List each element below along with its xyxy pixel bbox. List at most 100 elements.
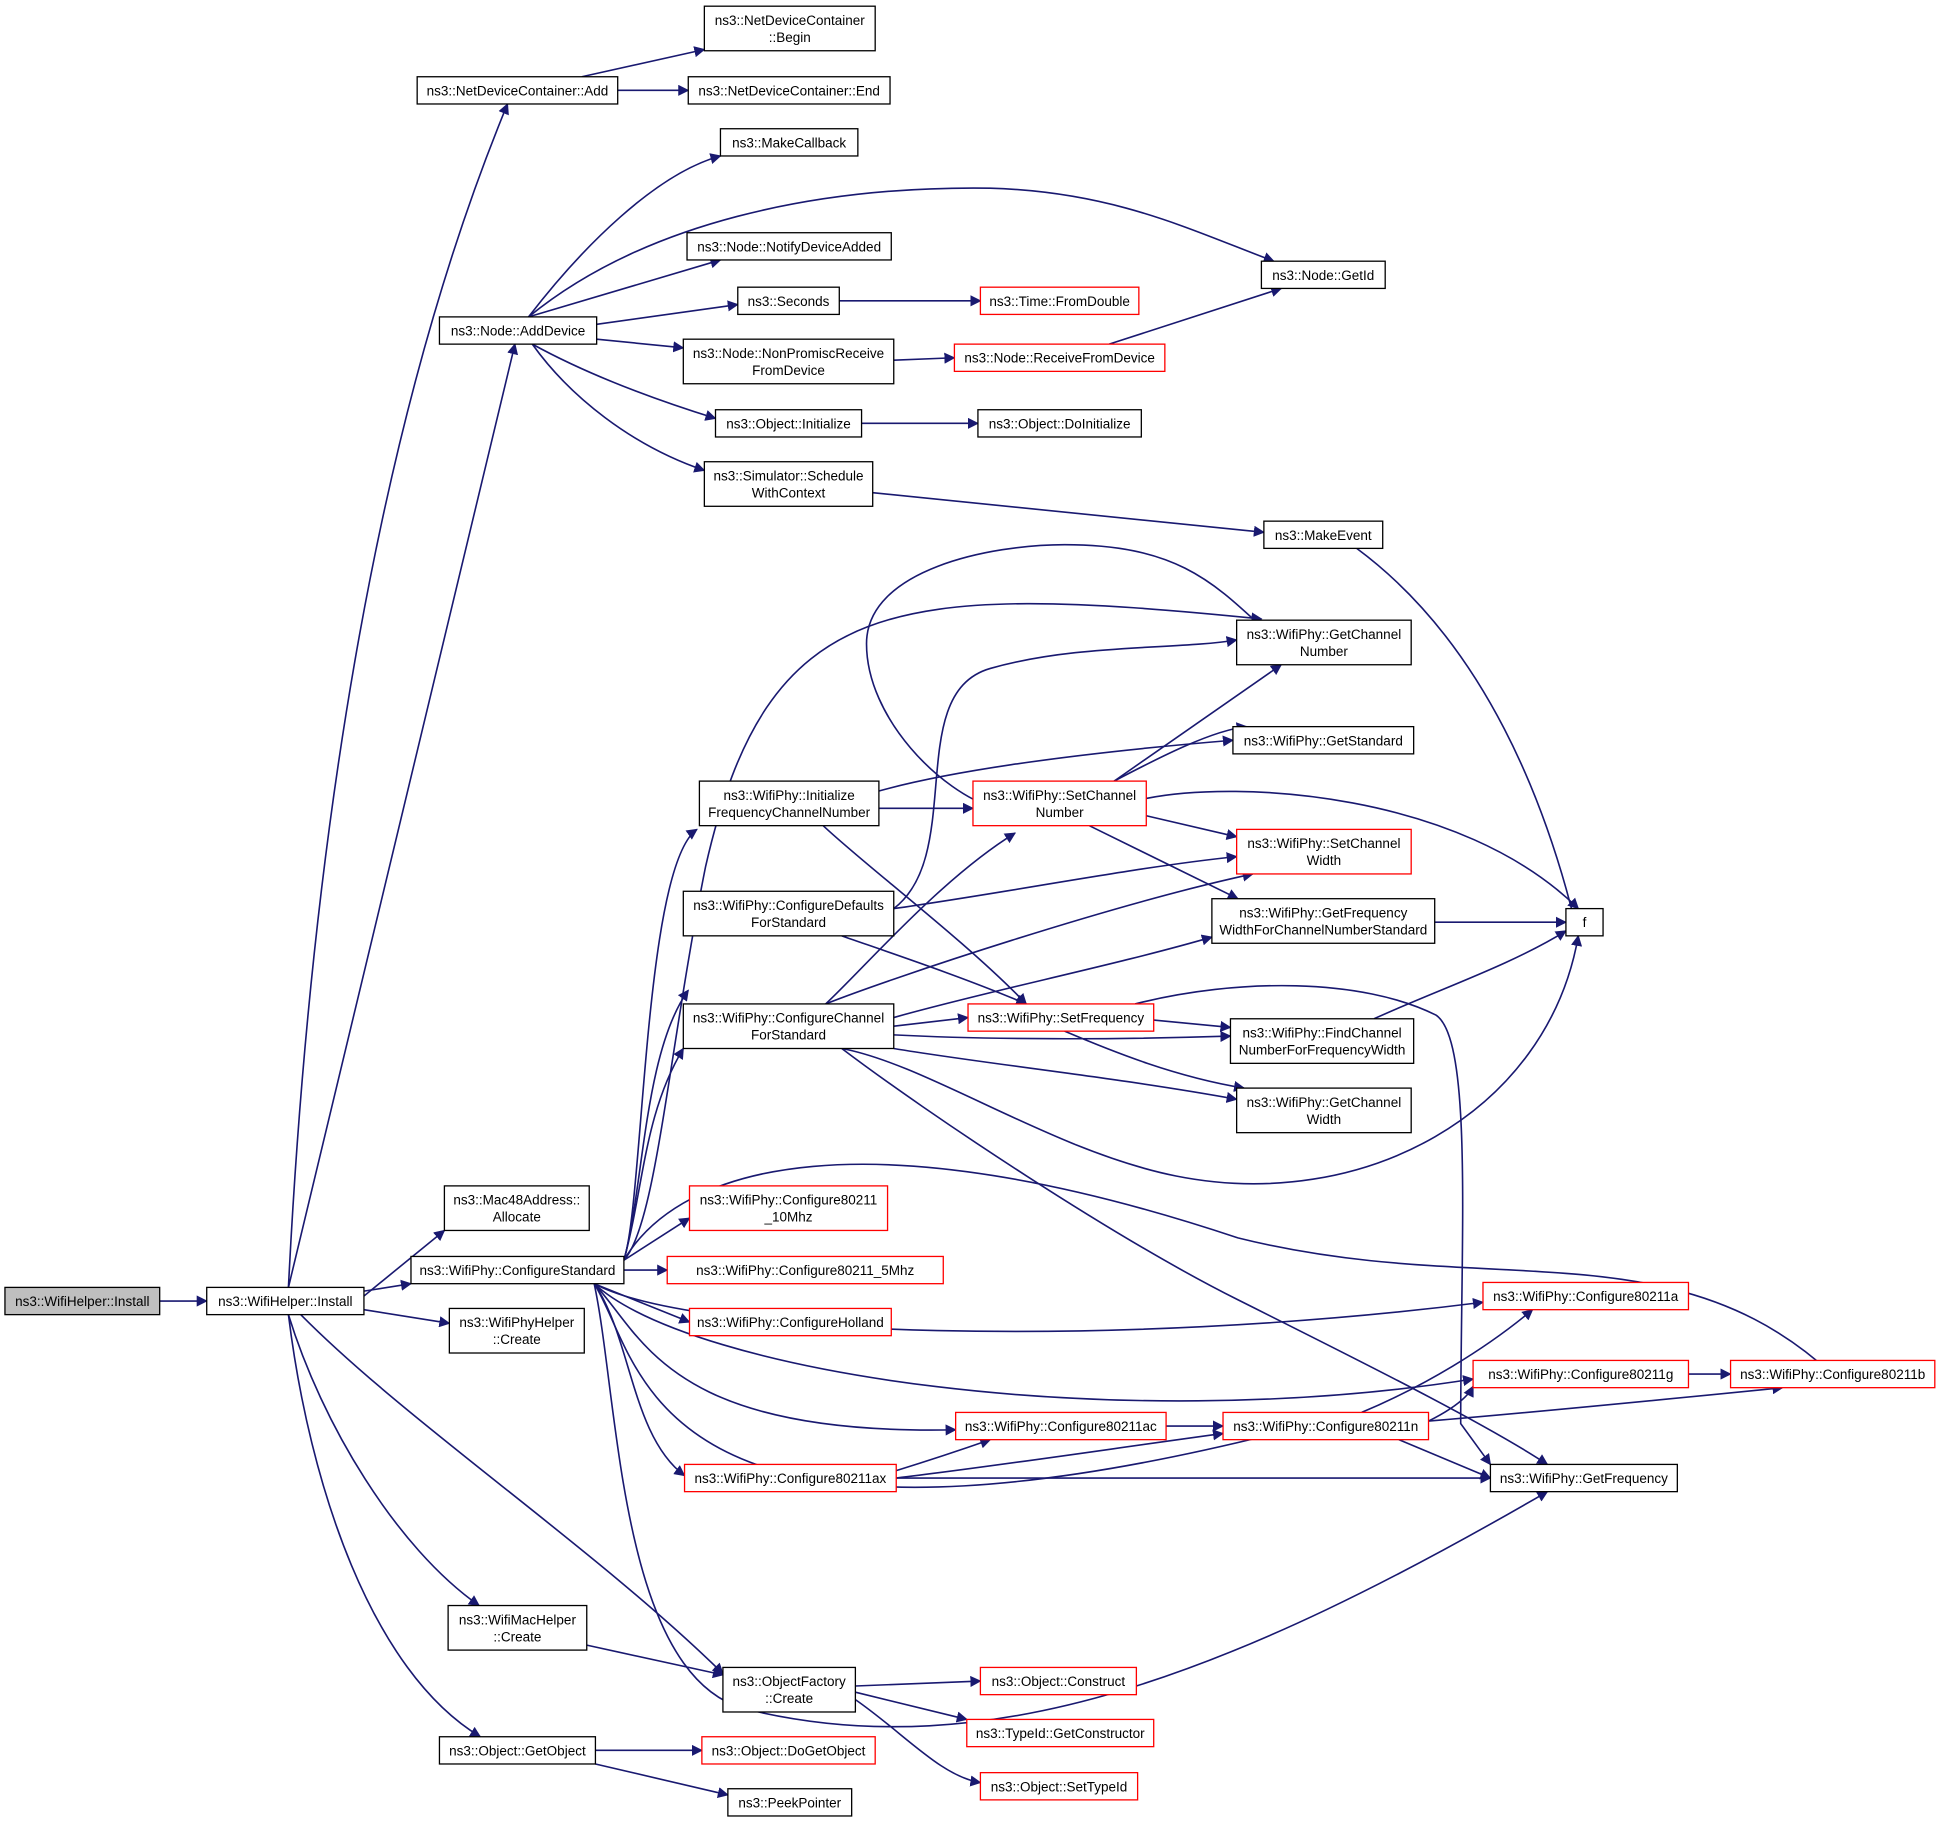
call-edge — [300, 1314, 724, 1675]
node-label: ns3::Node::AddDevice — [451, 324, 585, 339]
node-label: ns3::Node::ReceiveFromDevice — [964, 351, 1155, 366]
node-install[interactable]: ns3::WifiHelper::Install — [206, 1286, 365, 1316]
node-getstandard[interactable]: ns3::WifiPhy::GetStandard — [1232, 725, 1415, 755]
node-ndc-begin[interactable]: ns3::NetDeviceContainer::Begin — [703, 5, 876, 52]
node-label: ns3::MakeCallback — [732, 135, 846, 150]
call-edge — [596, 300, 739, 326]
node-getfrequency[interactable]: ns3::WifiPhy::GetFrequency — [1489, 1463, 1678, 1493]
node-makecallback[interactable]: ns3::MakeCallback — [719, 128, 859, 157]
call-edge — [593, 1283, 957, 1436]
call-edge — [1398, 1438, 1492, 1480]
node-makeevent[interactable]: ns3::MakeEvent — [1263, 520, 1384, 550]
node-configdefaults[interactable]: ns3::WifiPhy::ConfigureDefaultsForStanda… — [682, 890, 895, 937]
node-label: ns3::WifiPhy::Configure80211_5Mhz — [696, 1263, 914, 1278]
node-box — [1260, 260, 1386, 290]
node-configchannel[interactable]: ns3::WifiPhy::ConfigureChannelForStandar… — [682, 1003, 895, 1050]
node-label: ns3::WifiPhy::Configure80211 — [700, 1193, 878, 1208]
call-edge — [893, 1047, 1238, 1103]
node-seconds[interactable]: ns3::Seconds — [737, 286, 840, 316]
call-edge — [822, 825, 1027, 1005]
node-settypeid[interactable]: ns3::Object::SetTypeId — [979, 1771, 1139, 1801]
call-edge — [363, 1229, 446, 1297]
node-box — [979, 1666, 1138, 1696]
call-edge — [363, 1279, 413, 1292]
node-configstandard[interactable]: ns3::WifiPhy::ConfigureStandard — [410, 1255, 625, 1285]
node-mac48[interactable]: ns3::Mac48Address::Allocate — [443, 1185, 590, 1232]
node-box — [448, 1307, 585, 1354]
node-initfreq[interactable]: ns3::WifiPhy::InitializeFrequencyChannel… — [698, 780, 880, 827]
node-c80211n[interactable]: ns3::WifiPhy::Configure80211n — [1222, 1411, 1430, 1441]
node-notify[interactable]: ns3::Node::NotifyDeviceAdded — [686, 232, 892, 261]
node-dogetobject[interactable]: ns3::Object::DoGetObject — [701, 1736, 876, 1765]
node-label: ns3::WifiPhy::GetChannel — [1247, 627, 1402, 642]
node-objfactory[interactable]: ns3::ObjectFactory::Create — [722, 1666, 857, 1713]
node-phyhelper[interactable]: ns3::WifiPhyHelper::Create — [448, 1307, 585, 1354]
call-edge — [1088, 824, 1239, 900]
node-setfrequency[interactable]: ns3::WifiPhy::SetFrequency — [967, 1003, 1155, 1032]
node-label: ns3::Object::GetObject — [449, 1743, 586, 1758]
node-box — [698, 780, 880, 827]
node-c10mhz[interactable]: ns3::WifiPhy::Configure80211_10Mhz — [688, 1185, 889, 1232]
node-c80211ac[interactable]: ns3::WifiPhy::Configure80211ac — [954, 1411, 1167, 1441]
node-construct[interactable]: ns3::Object::Construct — [979, 1666, 1138, 1696]
call-edge — [854, 1698, 982, 1787]
call-edge — [872, 491, 1265, 537]
node-adddevice[interactable]: ns3::Node::AddDevice — [438, 316, 598, 345]
node-c80211b[interactable]: ns3::WifiPhy::Configure80211b — [1729, 1359, 1936, 1389]
node-c80211a[interactable]: ns3::WifiPhy::Configure80211a — [1482, 1281, 1690, 1311]
node-label: ns3::MakeEvent — [1275, 528, 1372, 543]
node-initialize[interactable]: ns3::Object::Initialize — [714, 409, 863, 438]
node-holland[interactable]: ns3::WifiPhy::ConfigureHolland — [688, 1307, 892, 1337]
node-getid[interactable]: ns3::Node::GetId — [1260, 260, 1386, 290]
node-ndc-end[interactable]: ns3::NetDeviceContainer::End — [687, 76, 891, 105]
node-install-helper[interactable]: ns3::WifiHelper::Install — [4, 1286, 161, 1316]
node-label: ns3::Mac48Address:: — [453, 1193, 580, 1208]
node-ndc-add[interactable]: ns3::NetDeviceContainer::Add — [416, 76, 619, 105]
call-edge — [1134, 984, 1492, 1466]
node-box — [688, 1185, 889, 1232]
node-peekpointer[interactable]: ns3::PeekPointer — [727, 1788, 853, 1817]
node-box — [682, 1003, 895, 1050]
node-box — [701, 1736, 876, 1765]
node-label: ns3::WifiPhy::ConfigureDefaults — [693, 898, 884, 913]
node-label: ns3::Object::SetTypeId — [991, 1779, 1128, 1794]
call-edge — [893, 934, 1213, 1019]
node-findchannel[interactable]: ns3::WifiPhy::FindChannelNumberForFreque… — [1229, 1018, 1415, 1064]
node-label: ns3::WifiPhy::ConfigureStandard — [420, 1263, 616, 1278]
node-machelper[interactable]: ns3::WifiMacHelper::Create — [447, 1604, 588, 1651]
node-box — [703, 5, 876, 52]
node-f[interactable]: f — [1565, 907, 1604, 937]
node-box — [1472, 1359, 1690, 1389]
node-label: ns3::WifiPhy::Configure80211b — [1740, 1367, 1925, 1382]
node-label: ::Begin — [769, 30, 811, 45]
node-label: ns3::WifiPhy::SetChannel — [1247, 836, 1400, 851]
node-box — [1222, 1411, 1430, 1441]
call-edge — [595, 1763, 729, 1799]
node-getconstructor[interactable]: ns3::TypeId::GetConstructor — [966, 1718, 1155, 1748]
node-c80211g[interactable]: ns3::WifiPhy::Configure80211g — [1472, 1359, 1690, 1389]
node-c5mhz[interactable]: ns3::WifiPhy::Configure80211_5Mhz — [666, 1255, 944, 1285]
call-edge — [893, 852, 1238, 910]
node-doinitialize[interactable]: ns3::Object::DoInitialize — [977, 409, 1142, 438]
node-label: ForStandard — [751, 1028, 826, 1043]
call-edge — [586, 1644, 725, 1679]
node-box — [727, 1788, 853, 1817]
node-label: ns3::WifiPhy::Configure80211n — [1233, 1419, 1418, 1434]
node-label: ns3::Time::FromDouble — [989, 294, 1130, 309]
node-box — [687, 76, 891, 105]
node-getfreqwidth[interactable]: ns3::WifiPhy::GetFrequencyWidthForChanne… — [1211, 898, 1436, 944]
node-c80211ax[interactable]: ns3::WifiPhy::Configure80211ax — [683, 1463, 897, 1493]
node-receivefrom[interactable]: ns3::Node::ReceiveFromDevice — [953, 343, 1166, 373]
call-edge — [855, 1675, 982, 1688]
node-getobject[interactable]: ns3::Object::GetObject — [438, 1736, 597, 1765]
node-label: ns3::Simulator::Schedule — [713, 469, 863, 484]
node-fromdouble[interactable]: ns3::Time::FromDouble — [979, 286, 1140, 316]
node-label: ns3::WifiPhyHelper — [459, 1315, 574, 1330]
node-label: ns3::WifiPhy::ConfigureHolland — [697, 1315, 884, 1330]
